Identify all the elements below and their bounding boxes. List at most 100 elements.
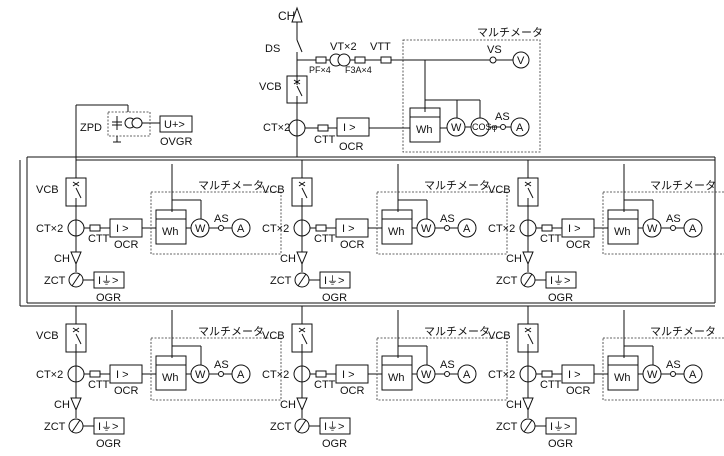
feeder-wh-label: Wh: [614, 372, 631, 384]
disconnector-icon: [296, 39, 303, 53]
feeder-zct-label: ZCT: [270, 275, 292, 287]
ocr-main-box: [336, 117, 370, 137]
main-ammeter-label: A: [516, 122, 524, 134]
feeder-ct-label: CT×2: [488, 223, 515, 235]
main-as-label: AS: [495, 111, 510, 123]
feeder-wh-box: [155, 355, 187, 391]
feeder-as-switch: [218, 225, 224, 231]
feeder-wh-label: Wh: [614, 226, 631, 238]
feeder-zct-label: ZCT: [496, 275, 518, 287]
feeder-ctt-terminal: [315, 224, 327, 232]
feeder-wh-label: Wh: [388, 226, 405, 238]
vtt-terminal: [380, 56, 392, 64]
feeder-wh-label: Wh: [162, 226, 179, 238]
feeder-ammeter-label: A: [463, 223, 471, 235]
feeder-wh-box: [381, 355, 413, 391]
feeder-ogr-relay: I⏚>: [324, 274, 344, 287]
feeder-ocr-relay: I >: [568, 223, 581, 235]
feeder-meter-title: マルチメータ: [424, 325, 490, 338]
feeder-vcb-label: VCB: [262, 184, 285, 196]
feeder-ocr-relay: I >: [342, 223, 355, 235]
feeder-wattmeter-label: W: [195, 223, 206, 235]
feeder-ogr-box: [93, 271, 125, 289]
feeder-ctt-label: CTT: [314, 233, 336, 245]
breaker-switch-icon: [301, 187, 308, 199]
feeder-ctt-terminal: [541, 224, 553, 232]
feeder-ogr-label: OGR: [322, 438, 347, 450]
feeder-meter-frame: [602, 337, 724, 401]
feeder-ocr-relay: I >: [116, 223, 129, 235]
feeder-wh-box: [155, 209, 187, 245]
feeder-ogr-label: OGR: [96, 438, 121, 450]
feeder-vcb-label: VCB: [36, 184, 59, 196]
feeder-ctt-terminal: [89, 370, 101, 378]
feeder-wattmeter-label: W: [195, 369, 206, 381]
zpd-box: [107, 111, 151, 137]
feeder-wattmeter-label: W: [421, 223, 432, 235]
feeder-ogr-label: OGR: [548, 438, 573, 450]
breaker-switch-icon: [527, 187, 534, 199]
feeder-ct-label: CT×2: [262, 223, 289, 235]
feeder-wh-box: [607, 209, 639, 245]
feeder-as-switch: [444, 371, 450, 377]
feeder-ogr-relay: I⏚>: [550, 420, 570, 433]
feeder-ogr-label: OGR: [548, 292, 573, 304]
feeder-ogr-relay: I⏚>: [550, 274, 570, 287]
voltmeter-label: V: [517, 55, 525, 67]
feeder-ctt-label: CTT: [540, 379, 562, 391]
feeder-ogr-relay: I⏚>: [324, 420, 344, 433]
feeder-ct-label: CT×2: [262, 369, 289, 381]
feeder-ch-label: CH: [506, 399, 522, 411]
feeder-ammeter-icon: [231, 218, 251, 238]
vtt-label: VTT: [370, 41, 391, 53]
main-as-switch: [500, 124, 506, 130]
ct-main-label: CT×2: [263, 122, 290, 134]
feeder-ogr-relay: I⏚>: [98, 420, 118, 433]
feeder-zct-label: ZCT: [270, 421, 292, 433]
feeder-ogr-box: [545, 271, 577, 289]
feeder-wh-label: Wh: [162, 372, 179, 384]
feeder-ocr-relay: I >: [116, 369, 129, 381]
zpd-section: ZPD U+> OVGR: [75, 104, 193, 160]
feeder-ocr-relay: I >: [568, 369, 581, 381]
feeder-as-label: AS: [440, 213, 455, 225]
feeder-as-label: AS: [440, 359, 455, 371]
main-wattmeter-label: W: [451, 122, 462, 134]
feeder-ogr-relay: I⏚>: [98, 274, 118, 287]
feeder-vcb-label: VCB: [262, 330, 285, 342]
feeder-ct-label: CT×2: [36, 223, 63, 235]
feeder-ocr-relay: I >: [342, 369, 355, 381]
feeder-wattmeter-label: W: [421, 369, 432, 381]
ovgr-relay: U+>: [164, 119, 185, 131]
feeder-as-switch: [444, 225, 450, 231]
cable-head-icon: [70, 251, 82, 266]
feeder-ctt-terminal: [315, 370, 327, 378]
ctt-main-label: CTT: [314, 134, 336, 146]
f3a-fuse: [354, 56, 366, 64]
feeder-ammeter-label: A: [689, 223, 697, 235]
feeder-ch-label: CH: [506, 253, 522, 265]
feeder-wattmeter-label: W: [647, 369, 658, 381]
vs-label: VS: [487, 44, 502, 56]
feeder-ammeter-icon: [231, 364, 251, 384]
ocr-main-relay: I >: [343, 122, 356, 134]
cable-head-icon: [296, 397, 308, 412]
feeder-ogr-label: OGR: [96, 292, 121, 304]
ovgr-label: OVGR: [160, 136, 192, 148]
feeder-ocr-label: OCR: [340, 239, 365, 251]
feeder-ammeter-label: A: [463, 369, 471, 381]
feeder-ammeter-label: A: [237, 223, 245, 235]
cable-head-icon: [70, 397, 82, 412]
pf-fuse: [315, 56, 327, 64]
ds-label: DS: [265, 43, 280, 55]
feeder-ogr-box: [319, 271, 351, 289]
feeder-wh-box: [381, 209, 413, 245]
feeder-as-label: AS: [214, 213, 229, 225]
cable-head-icon: [522, 251, 534, 266]
feeder-ct-label: CT×2: [488, 369, 515, 381]
